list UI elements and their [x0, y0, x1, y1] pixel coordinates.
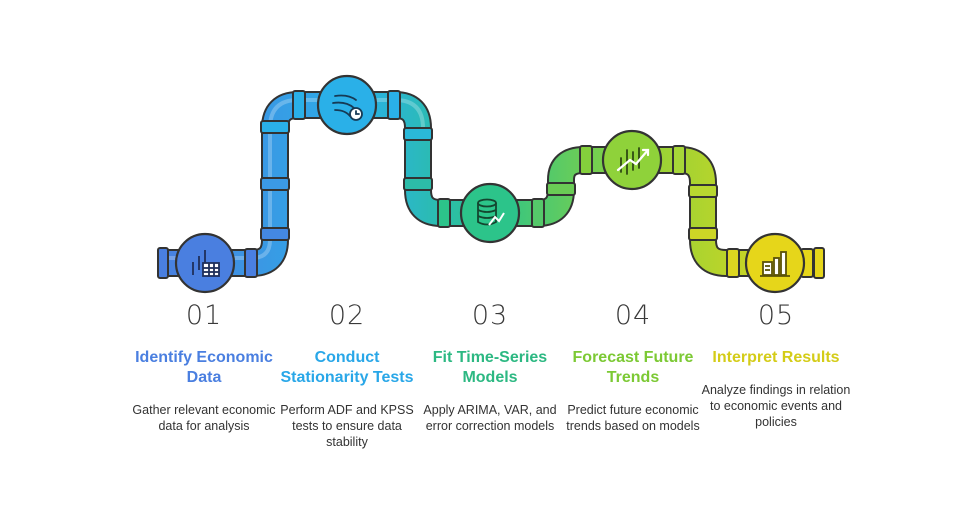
step-5: 05 Interpret Results Analyze findings in…: [701, 298, 851, 430]
pipe-cap-left: [157, 247, 169, 279]
step-title: Conduct Stationarity Tests: [280, 349, 414, 386]
step-4-node: [601, 129, 663, 191]
step-description: Gather relevant economic data for analys…: [132, 403, 276, 433]
step-4: 04 Forecast Future Trends Predict future…: [558, 298, 708, 434]
step-description: Analyze findings in relation to economic…: [701, 383, 851, 429]
step-title: Fit Time-Series Models: [432, 349, 548, 386]
step-5-node: [744, 232, 806, 294]
step-2: 02 Conduct Stationarity Tests Perform AD…: [272, 298, 422, 450]
step-description: Perform ADF and KPSS tests to ensure dat…: [280, 403, 414, 449]
step-title: Forecast Future Trends: [572, 349, 694, 386]
step-3: 03 Fit Time-Series Models Apply ARIMA, V…: [415, 298, 565, 434]
pipeline-diagram: [157, 74, 825, 294]
pipe-cap-right: [813, 247, 825, 279]
step-number: 04: [614, 300, 652, 331]
wind-clock-icon: [332, 94, 363, 121]
step-number: 05: [757, 300, 795, 331]
step-description: Predict future economic trends based on …: [566, 403, 700, 433]
step-3-node: [459, 182, 521, 244]
step-number: 03: [471, 300, 509, 331]
table-chart-icon: [192, 250, 220, 277]
step-2-node: [316, 74, 378, 136]
step-title: Identify Economic Data: [135, 349, 273, 386]
step-number: 01: [185, 300, 223, 331]
step-title: Interpret Results: [712, 349, 840, 366]
step-number: 02: [328, 300, 366, 331]
step-description: Apply ARIMA, VAR, and error correction m…: [423, 403, 557, 433]
bar-chart-document-icon: [760, 251, 790, 277]
database-chart-icon: [477, 198, 505, 226]
trend-up-icon: [616, 147, 650, 175]
step-1: 01 Identify Economic Data Gather relevan…: [129, 298, 279, 434]
step-1-node: [174, 232, 236, 294]
pipe-collars: [244, 90, 814, 278]
